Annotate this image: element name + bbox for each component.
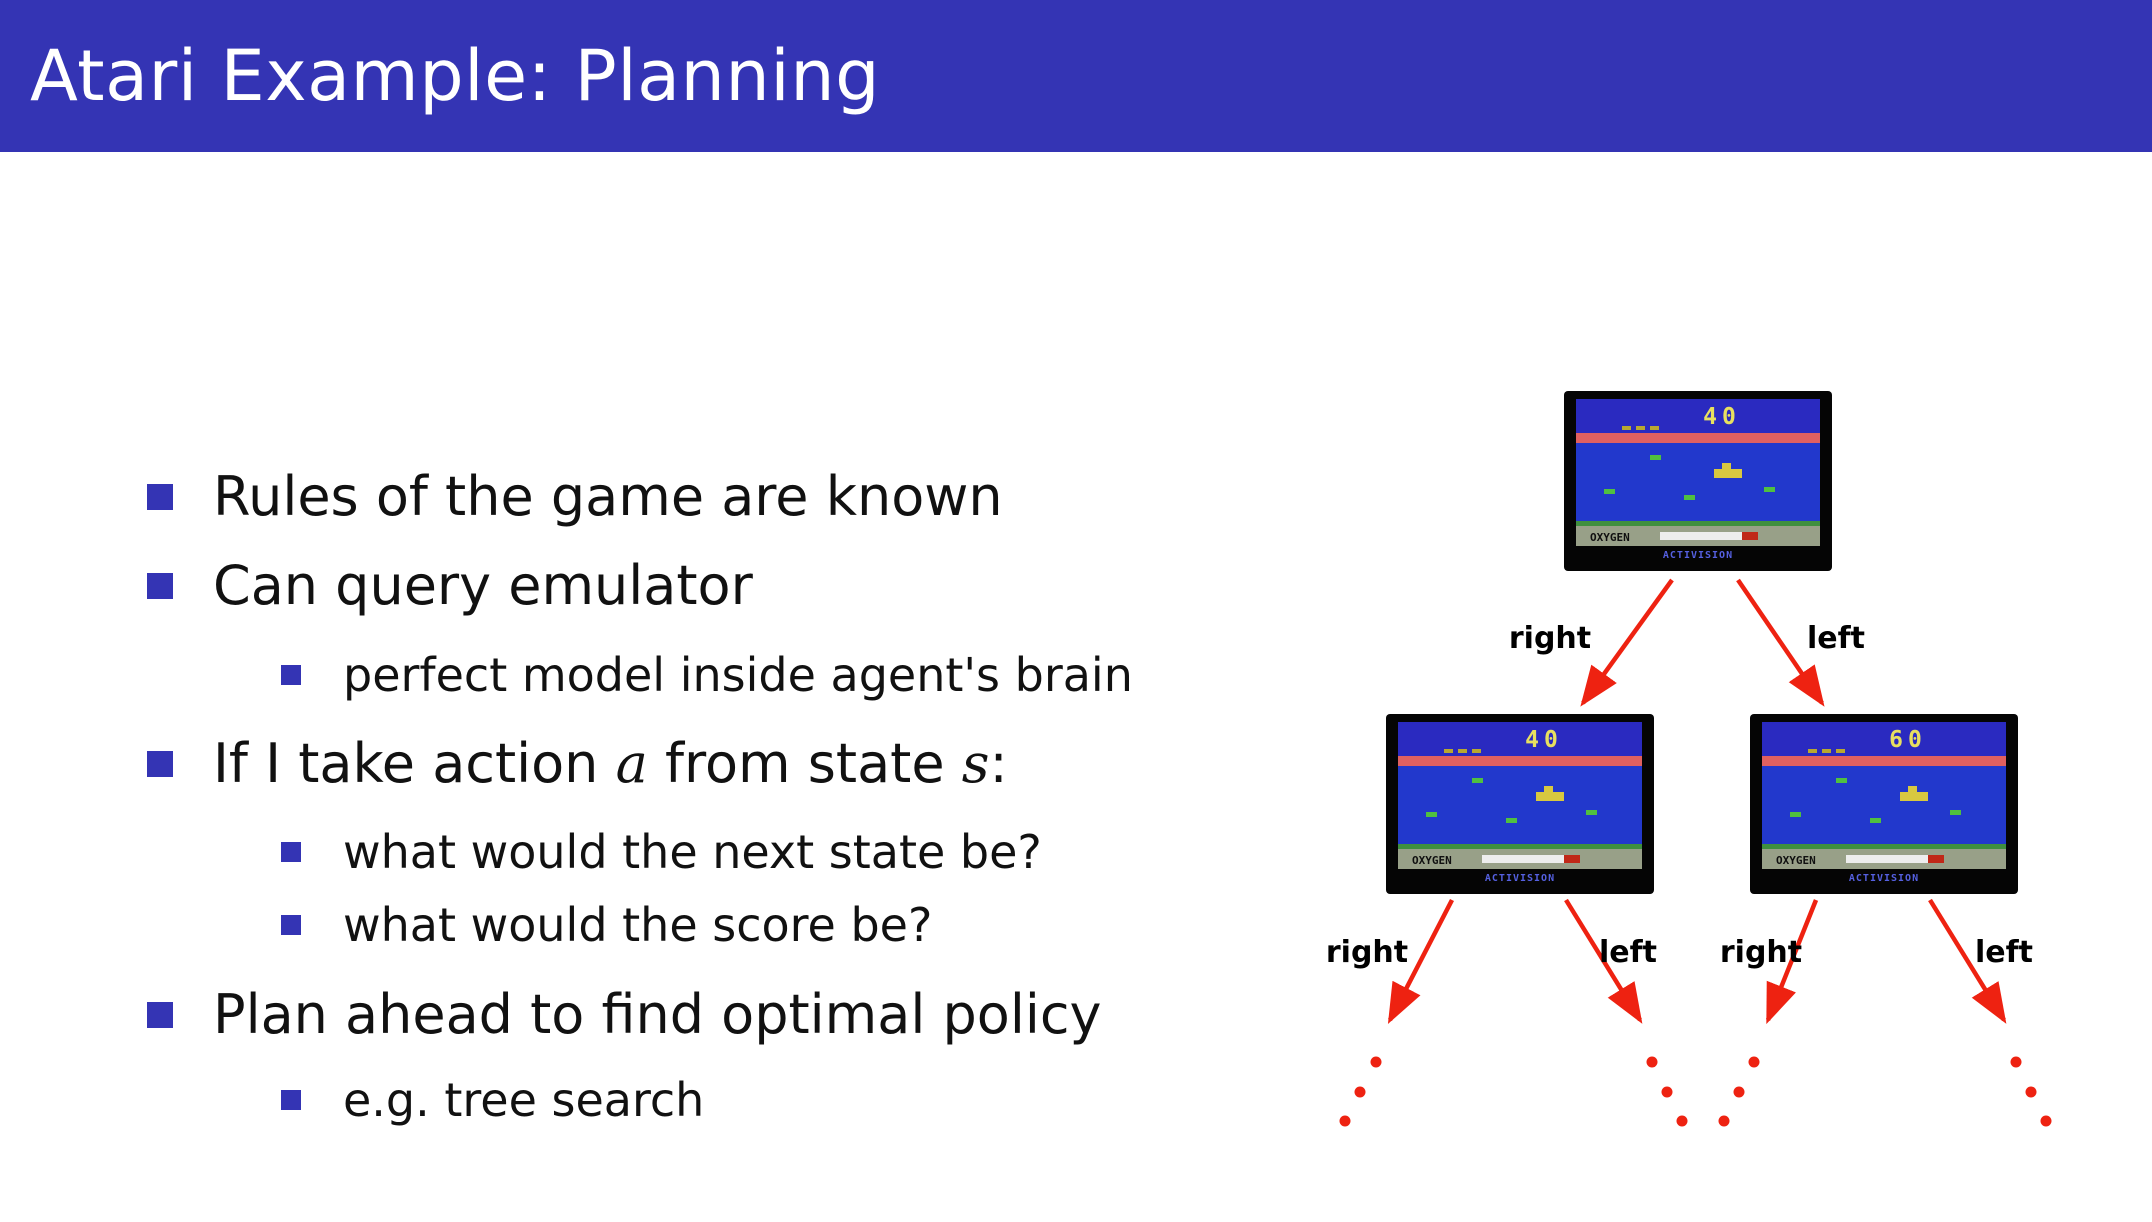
edge-left-right <box>1564 898 1643 1024</box>
edge-label-left-right: left <box>1599 935 1657 970</box>
bullet-perfect-model: perfect model inside agent's brain <box>281 645 1133 705</box>
bullet-text: If I take action a from state s: <box>213 732 1008 795</box>
bullet-text: what would the score be? <box>343 898 933 952</box>
bullet-marker <box>281 842 301 862</box>
edge-root-left <box>1580 578 1674 707</box>
tree-node-left <box>1386 714 1654 894</box>
edge-label-right-left: right <box>1720 935 1802 970</box>
bullet-text: perfect model inside agent's brain <box>343 648 1133 702</box>
edge-label-right-right: left <box>1975 935 2033 970</box>
bullet-query-emulator: Can query emulator <box>147 551 753 621</box>
bullet-marker <box>147 1002 173 1028</box>
bullet-marker <box>147 484 173 510</box>
slide-title: Atari Example: Planning <box>30 35 881 117</box>
left-score: 40 <box>1525 727 1563 753</box>
edge-root-right <box>1736 578 1825 707</box>
bullet-marker <box>147 573 173 599</box>
tree-node-right <box>1750 714 2018 894</box>
tree-node-root <box>1564 391 1832 571</box>
slide-header: Atari Example: Planning <box>0 0 2152 152</box>
bullet-tree-search: e.g. tree search <box>281 1070 704 1130</box>
bullet-text: what would the next state be? <box>343 825 1042 879</box>
bullet-score: what would the score be? <box>281 895 932 955</box>
math-s: s <box>961 732 990 795</box>
edge-right-right <box>1928 898 2007 1024</box>
root-score: 40 <box>1703 404 1741 430</box>
bullet-marker <box>281 915 301 935</box>
bullet-text: e.g. tree search <box>343 1073 705 1127</box>
bullet-rules-known: Rules of the game are known <box>147 462 1003 532</box>
bullet-text: Rules of the game are known <box>213 465 1003 528</box>
edge-left-left <box>1387 898 1454 1024</box>
bullet-text: Plan ahead to find optimal policy <box>213 983 1102 1046</box>
bullet-marker <box>147 751 173 777</box>
continuation-dots-left-left <box>1339 1056 1382 1127</box>
bullet-text: Can query emulator <box>213 554 753 617</box>
bullet-take-action: If I take action a from state s: <box>147 729 1008 799</box>
math-a: a <box>615 732 648 795</box>
bullet-plan-ahead: Plan ahead to find optimal policy <box>147 980 1102 1050</box>
continuation-dots-right-left <box>1718 1056 1760 1127</box>
edge-label-root-right: left <box>1807 621 1865 656</box>
continuation-dots-right-right <box>2010 1056 2052 1127</box>
edge-label-root-left: right <box>1509 621 1591 656</box>
bullet-next-state: what would the next state be? <box>281 822 1042 882</box>
right-score: 60 <box>1889 727 1927 753</box>
continuation-dots-left-right <box>1646 1056 1688 1127</box>
bullet-marker <box>281 1090 301 1110</box>
edge-label-left-left: right <box>1326 935 1408 970</box>
edge-right-left <box>1765 899 1819 1025</box>
bullet-marker <box>281 665 301 685</box>
